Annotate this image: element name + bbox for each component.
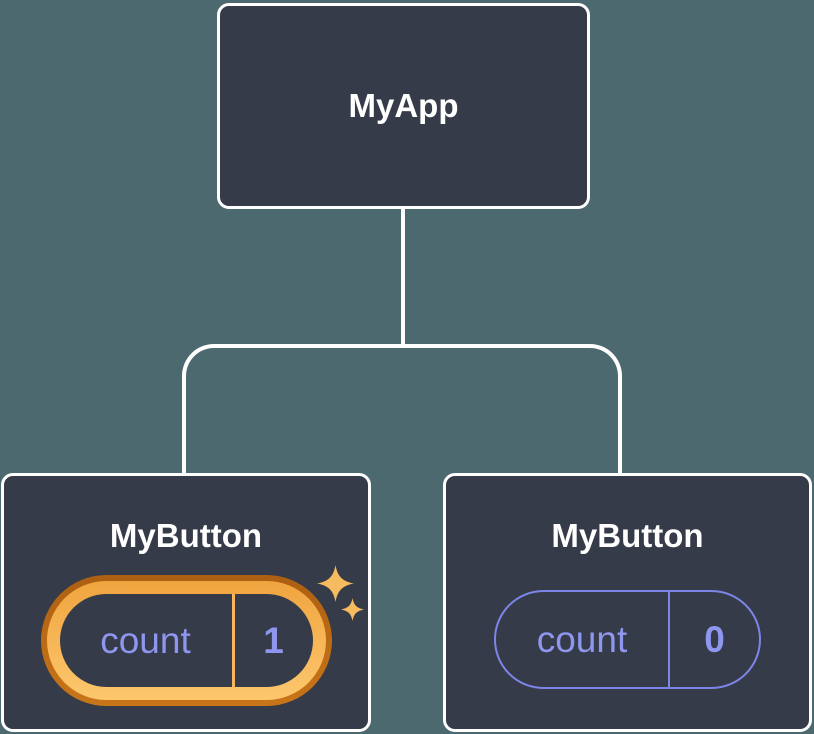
node-mybutton-2: MyButton count 0 bbox=[443, 473, 812, 732]
state-key-cell: count bbox=[60, 594, 232, 687]
sparkle-icon bbox=[341, 598, 364, 621]
state-pill-body: count 1 bbox=[59, 594, 313, 687]
state-value-cell: 1 bbox=[235, 594, 313, 687]
state-value-cell: 0 bbox=[670, 592, 759, 687]
node-myapp-label: MyApp bbox=[348, 87, 459, 124]
node-mybutton-1: MyButton count 1 bbox=[1, 473, 371, 732]
state-pill-divider bbox=[668, 592, 670, 687]
state-pill-highlighted-ring: count 1 bbox=[46, 581, 326, 700]
state-key-cell: count bbox=[496, 592, 668, 687]
sparkle-icon bbox=[317, 565, 354, 602]
node-mybutton-2-label: MyButton bbox=[551, 517, 704, 554]
state-key-label: count bbox=[536, 618, 628, 660]
state-pill: count 0 bbox=[494, 590, 761, 689]
state-key-label: count bbox=[100, 619, 191, 661]
connector-branch bbox=[182, 344, 622, 474]
node-mybutton-1-label: MyButton bbox=[109, 517, 263, 554]
state-pill-divider bbox=[231, 594, 235, 687]
state-value: 1 bbox=[263, 619, 284, 661]
connector-stem bbox=[401, 209, 405, 346]
node-myapp: MyApp bbox=[217, 3, 590, 209]
state-value: 0 bbox=[704, 618, 725, 660]
state-pill-highlighted: count 1 bbox=[40, 575, 332, 706]
